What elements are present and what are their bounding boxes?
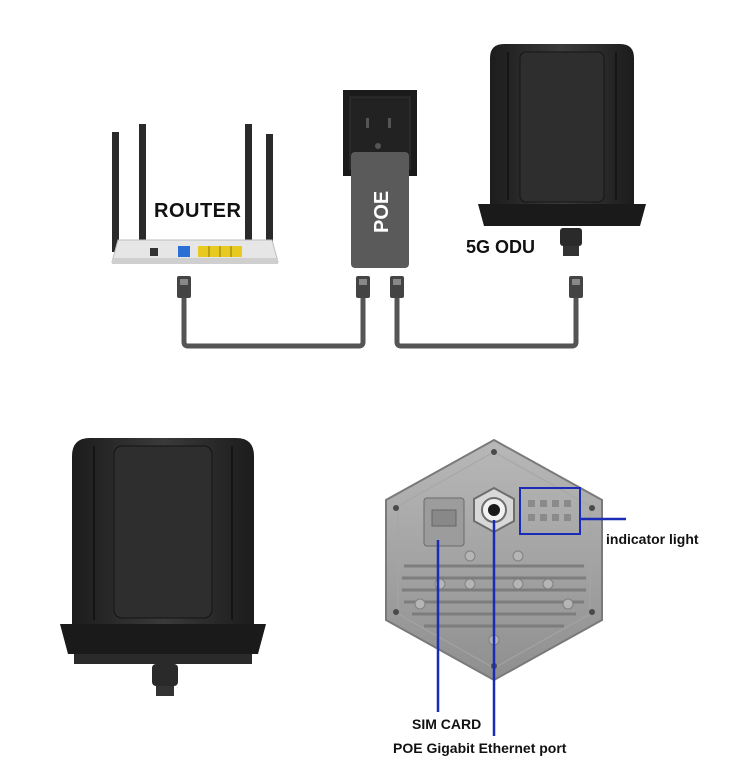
- odu-base-ring: [478, 204, 646, 226]
- router-base: [112, 258, 278, 264]
- router-device: [111, 124, 279, 264]
- router-to-poe-cable: [181, 296, 366, 349]
- rj45-connectors: [177, 276, 583, 298]
- router-label: ROUTER: [154, 200, 242, 222]
- router-antenna: [245, 124, 252, 252]
- indicator-light-box: [519, 487, 581, 535]
- odu-large-cable-gland: [152, 664, 178, 686]
- odu-device-large: [60, 438, 266, 696]
- odu-cable-gland: [560, 228, 582, 246]
- router-antenna: [139, 124, 146, 252]
- odu-device-top: [478, 44, 646, 256]
- poe-adapter-label: POE: [371, 190, 393, 233]
- router-power-port: [150, 248, 158, 256]
- indicator-lights: [528, 500, 571, 521]
- odu-label: 5G ODU: [466, 237, 536, 257]
- panel-screws: [393, 449, 595, 669]
- router-antenna: [112, 132, 119, 252]
- odu-large-base-ring: [60, 624, 266, 654]
- mounting-bosses: [414, 550, 574, 646]
- sim-card-label: SIM CARD: [412, 716, 482, 732]
- odu-large-front-panel: [113, 445, 213, 619]
- poe-port-label: POE Gigabit Ethernet port: [393, 740, 567, 756]
- indicator-light-label: indicator light: [606, 531, 699, 547]
- router-antenna: [266, 134, 273, 252]
- poe-adapter-body: [351, 152, 409, 268]
- odu-front-panel: [519, 51, 605, 203]
- ethernet-cables: [181, 296, 579, 349]
- router-wan-port: [178, 246, 190, 257]
- poe-adapter: [343, 90, 417, 268]
- callout-lines: [436, 517, 626, 736]
- poe-to-odu-cable: [394, 296, 579, 349]
